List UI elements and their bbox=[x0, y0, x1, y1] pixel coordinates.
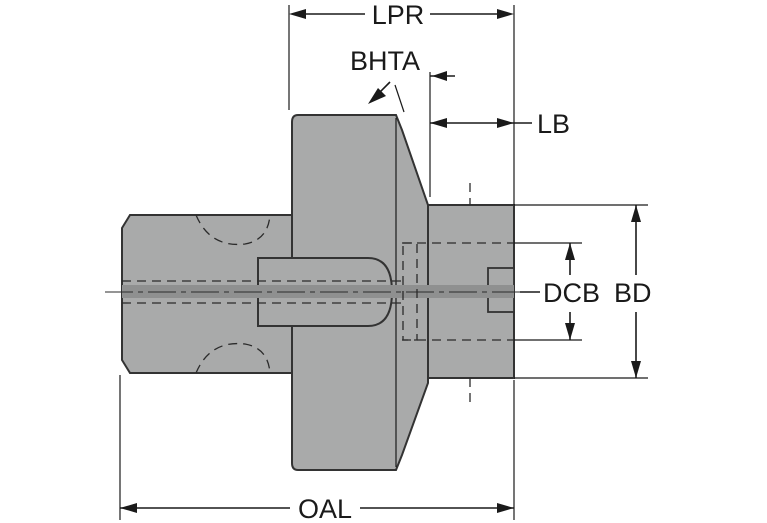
coolant-channel bbox=[122, 285, 514, 298]
bhta-label: BHTA bbox=[350, 46, 420, 76]
bhta-callout: BHTA bbox=[350, 46, 455, 104]
bd-arrow-top bbox=[631, 205, 641, 222]
tool-holder-body bbox=[121, 114, 515, 471]
oal-arrow-right bbox=[497, 503, 514, 513]
lb-arrow-right bbox=[497, 118, 514, 128]
oal-dimension: OAL bbox=[120, 494, 514, 523]
lb-dimension: LB bbox=[430, 109, 570, 139]
dcb-dimension: DCB bbox=[520, 243, 600, 340]
bd-arrow-bottom bbox=[631, 361, 641, 378]
lpr-arrow-left bbox=[289, 9, 306, 19]
dcb-label: DCB bbox=[543, 278, 600, 308]
oal-label: OAL bbox=[298, 494, 352, 523]
oal-arrow-left bbox=[120, 503, 137, 513]
dcb-arrow-top bbox=[565, 243, 575, 260]
dcb-arrow-bottom bbox=[565, 323, 575, 340]
bhta-arrow-right bbox=[432, 71, 447, 81]
bhta-arrow bbox=[368, 88, 386, 104]
lb-arrow-left bbox=[430, 118, 447, 128]
lpr-dimension: LPR bbox=[289, 0, 514, 30]
bd-dimension: BD bbox=[614, 205, 652, 378]
lpr-arrow-right bbox=[497, 9, 514, 19]
extension-lines bbox=[119, 5, 648, 520]
lpr-label: LPR bbox=[372, 0, 425, 30]
lb-label: LB bbox=[537, 109, 570, 139]
bd-label: BD bbox=[614, 278, 652, 308]
